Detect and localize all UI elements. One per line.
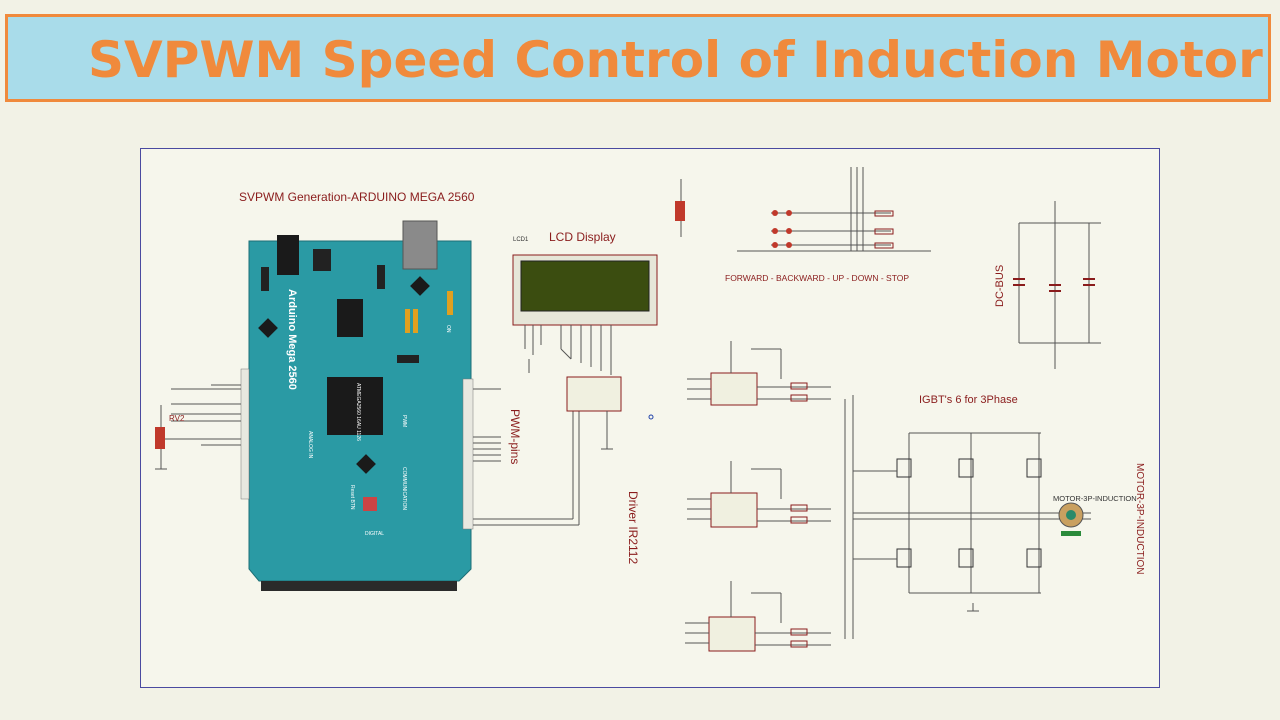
ir2112-driver-3 <box>685 581 831 652</box>
chip-label: ATMEGA2560 16AU 1126 <box>355 383 361 441</box>
reset-label: Reset BTN <box>349 485 355 510</box>
ir2112-driver-1 <box>687 341 831 406</box>
pwm-wires <box>473 388 580 526</box>
schematic-canvas: SVPWM Generation-ARDUINO MEGA 2560 Ardui… <box>155 167 1145 652</box>
pwm-board-label: PWM <box>401 415 407 427</box>
motor-label: MOTOR-3P-INDUCTION <box>1053 494 1137 503</box>
arduino-section-label: SVPWM Generation-ARDUINO MEGA 2560 <box>239 190 475 204</box>
analog-in-label: ANALOG IN <box>307 431 313 459</box>
lcd-display-label: LCD Display <box>549 230 616 244</box>
button-array <box>675 167 931 252</box>
page-title: SVPWM Speed Control of Induction Motor <box>88 31 1263 89</box>
driver-label: Driver IR2112 <box>626 491 640 564</box>
dc-bus-label: DC-BUS <box>994 265 1006 307</box>
arduino-mega-board <box>240 220 474 591</box>
potentiometer-rv2 <box>155 384 241 470</box>
probe-marker <box>648 414 654 420</box>
shift-register-ic <box>528 359 622 450</box>
digital-label: DIGITAL <box>365 531 384 537</box>
on-label: ON <box>445 325 451 333</box>
igbt-label: IGBT's 6 for 3Phase <box>919 394 1018 406</box>
communication-label: COMMUNICATION <box>401 467 407 510</box>
motor-vertical-label: MOTOR-3P-INDUCTION <box>1134 463 1145 574</box>
lcd-module <box>512 254 658 375</box>
igbt-bridge <box>844 395 1091 639</box>
pwm-pins-label: PWM-pins <box>508 409 522 464</box>
board-name: Arduino Mega 2560 <box>286 289 298 390</box>
buttons-label: FORWARD - BACKWARD - UP - DOWN - STOP <box>725 273 909 283</box>
title-banner: SVPWM Speed Control of Induction Motor <box>5 14 1271 102</box>
ir2112-driver-2 <box>687 461 831 528</box>
lcd-ref-label: LCD1 <box>513 237 529 243</box>
schematic-sheet: SVPWM Generation-ARDUINO MEGA 2560 Ardui… <box>140 148 1160 688</box>
rv2-label: RV2 <box>169 414 185 423</box>
dc-bus-capacitors <box>1013 201 1101 369</box>
induction-motor <box>1058 502 1084 536</box>
